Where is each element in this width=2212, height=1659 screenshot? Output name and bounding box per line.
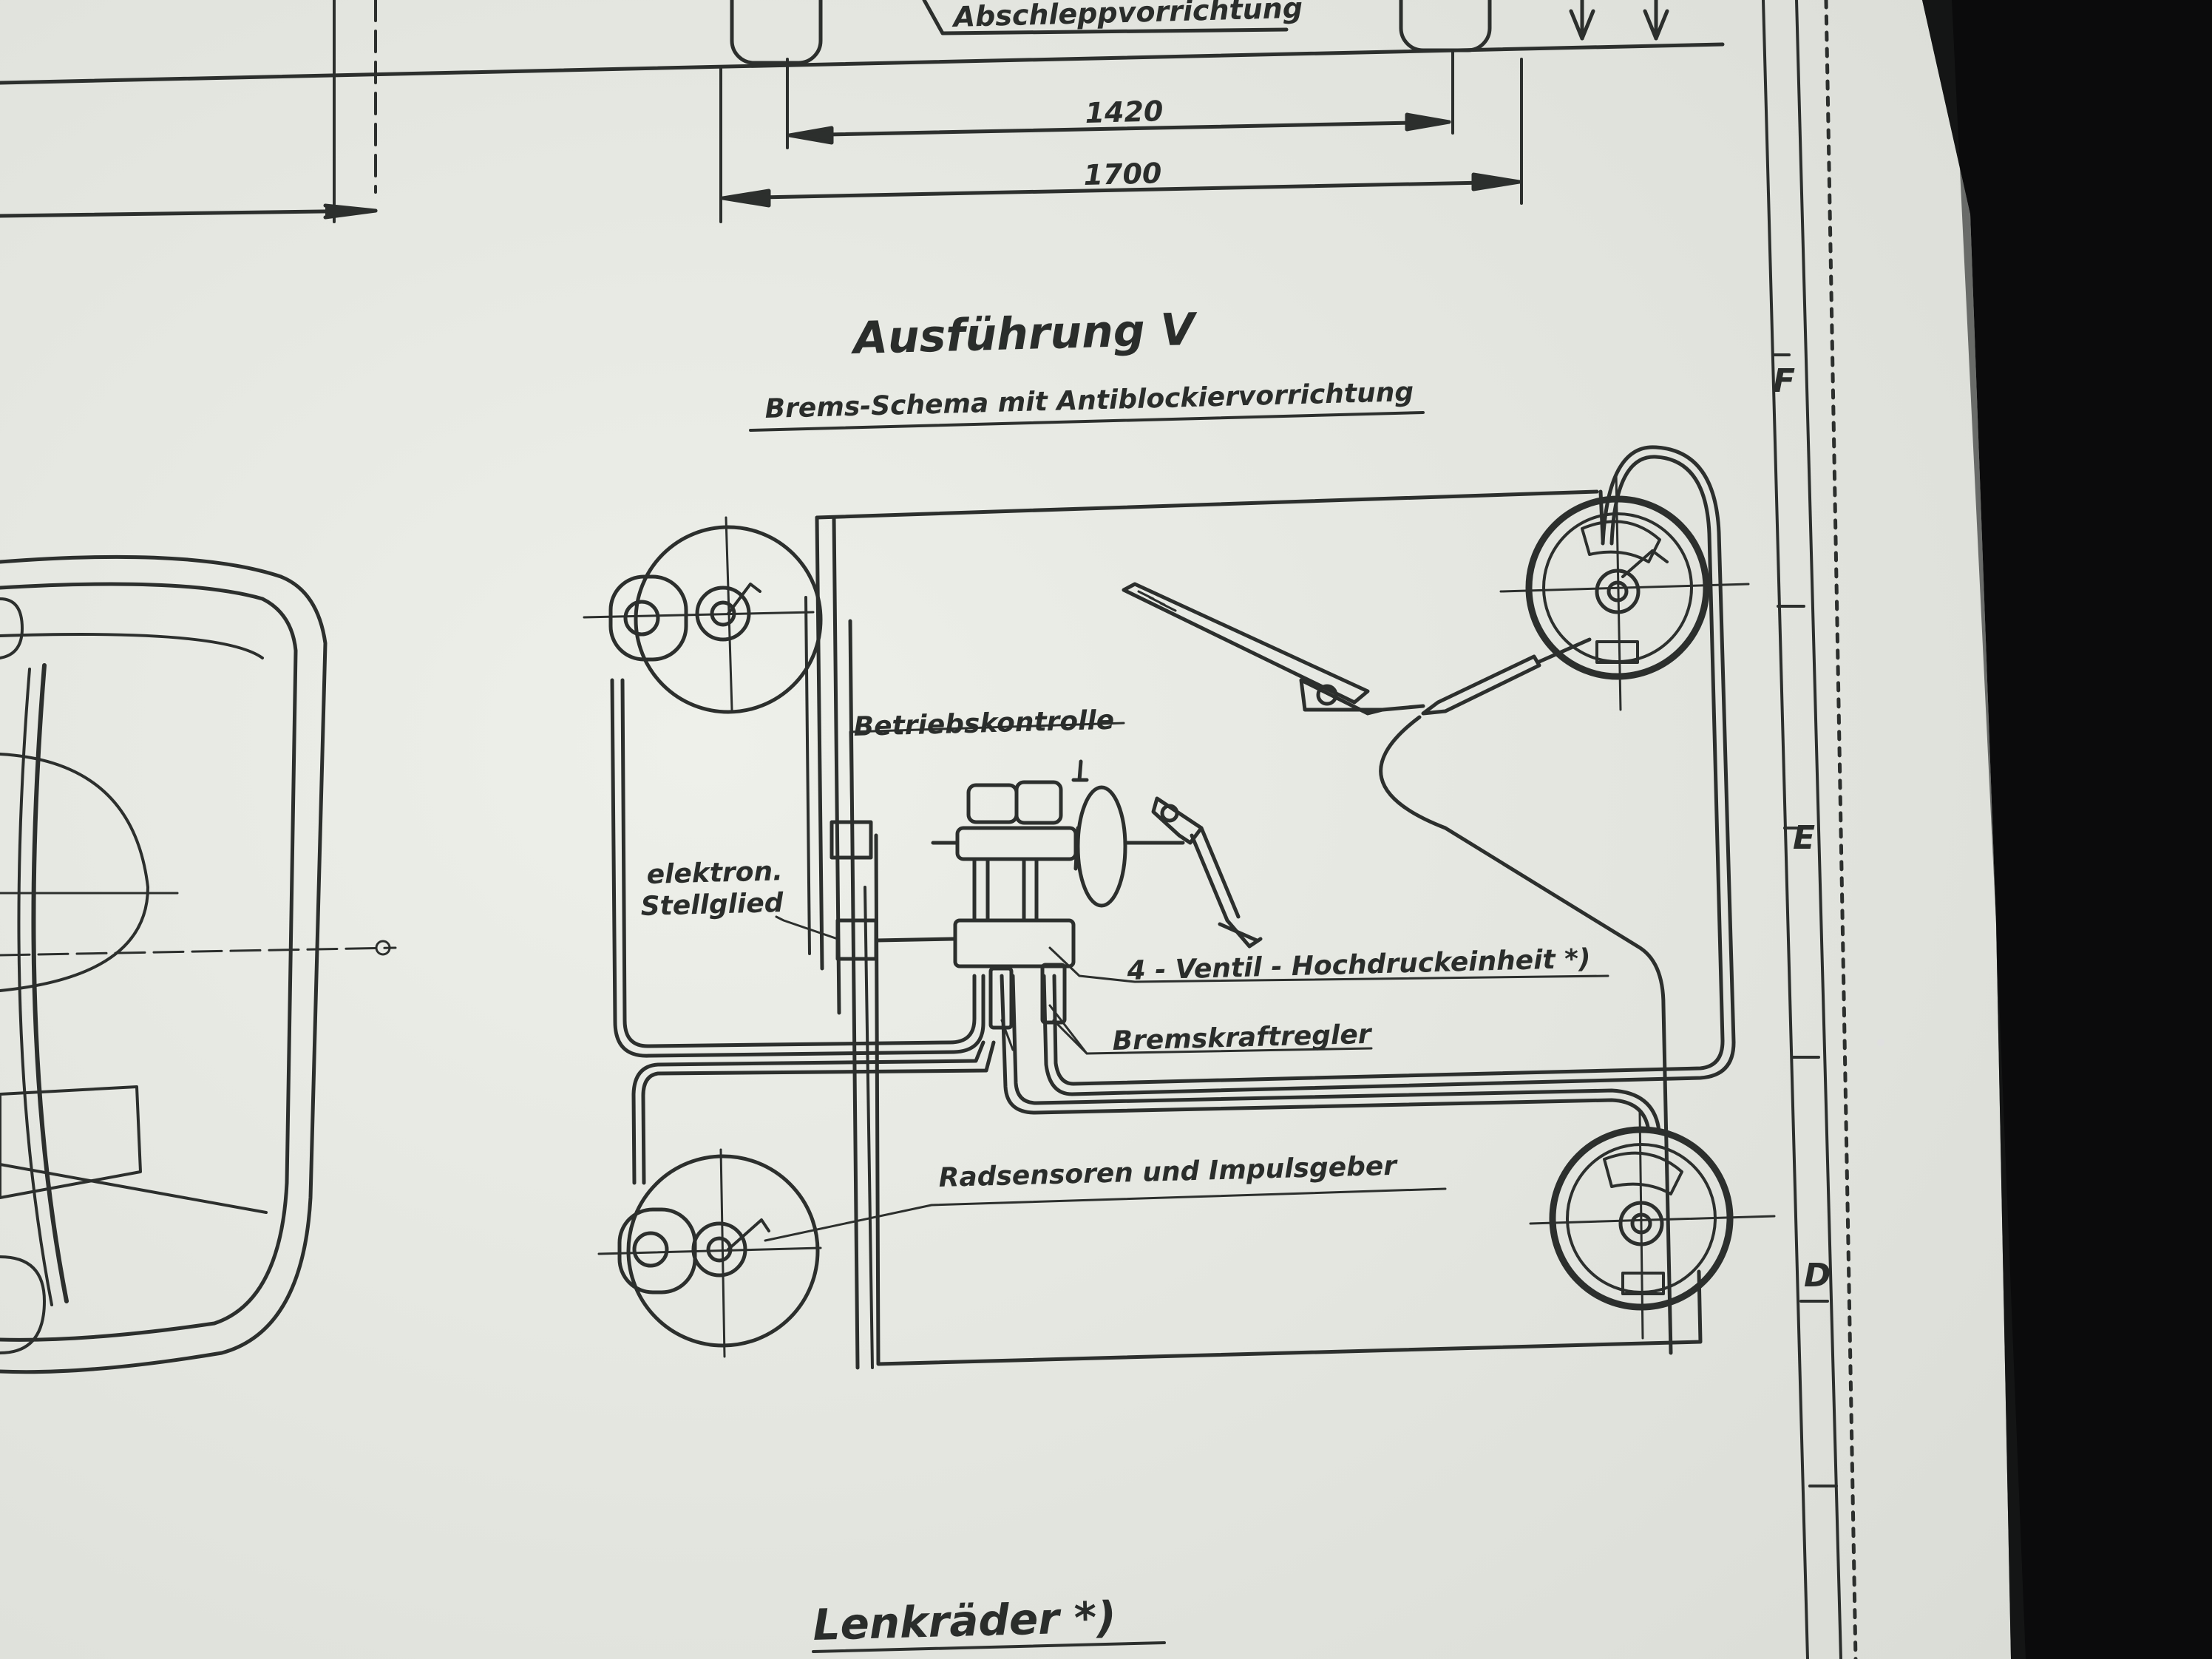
- dimension-1700: 1700: [1083, 157, 1162, 191]
- hand-brake-lever: [1122, 582, 1673, 1355]
- rear-left-wheel: [597, 1148, 822, 1358]
- elektron-label: elektron.: [646, 856, 783, 890]
- margin-letter-d: D: [1804, 1257, 1831, 1295]
- margin-letter-e: E: [1793, 819, 1815, 857]
- stellglied-label: Stellglied: [640, 888, 784, 922]
- master-cylinder-unit: [931, 759, 1185, 1030]
- background-speck: [1877, 1039, 1884, 1046]
- section-title: Ausführung V: [850, 304, 1199, 364]
- steering-wheel-drawing: [0, 554, 397, 1374]
- dimension-1420: 1420: [1085, 95, 1164, 129]
- brake-pedal: [1151, 796, 1263, 949]
- margin-frame: [1762, 0, 1858, 1659]
- top-view-section: [0, 0, 1725, 223]
- paper-curl-shadow: [1922, 0, 2026, 1659]
- betriebskontrolle-label: Betriebskontrolle: [853, 705, 1115, 742]
- brake-schematic: [583, 445, 1776, 1370]
- lenkraeder-heading: Lenkräder *): [812, 1592, 1117, 1650]
- rear-right-drum-brake: [1529, 1111, 1776, 1340]
- margin-letter-f: F: [1773, 362, 1795, 400]
- front-left-wheel: [583, 516, 823, 714]
- lenkraeder-underline: [812, 1641, 1166, 1653]
- subtitle-underline: [749, 411, 1425, 432]
- bremskraftregler-label: Bremskraftregler: [1112, 1020, 1373, 1056]
